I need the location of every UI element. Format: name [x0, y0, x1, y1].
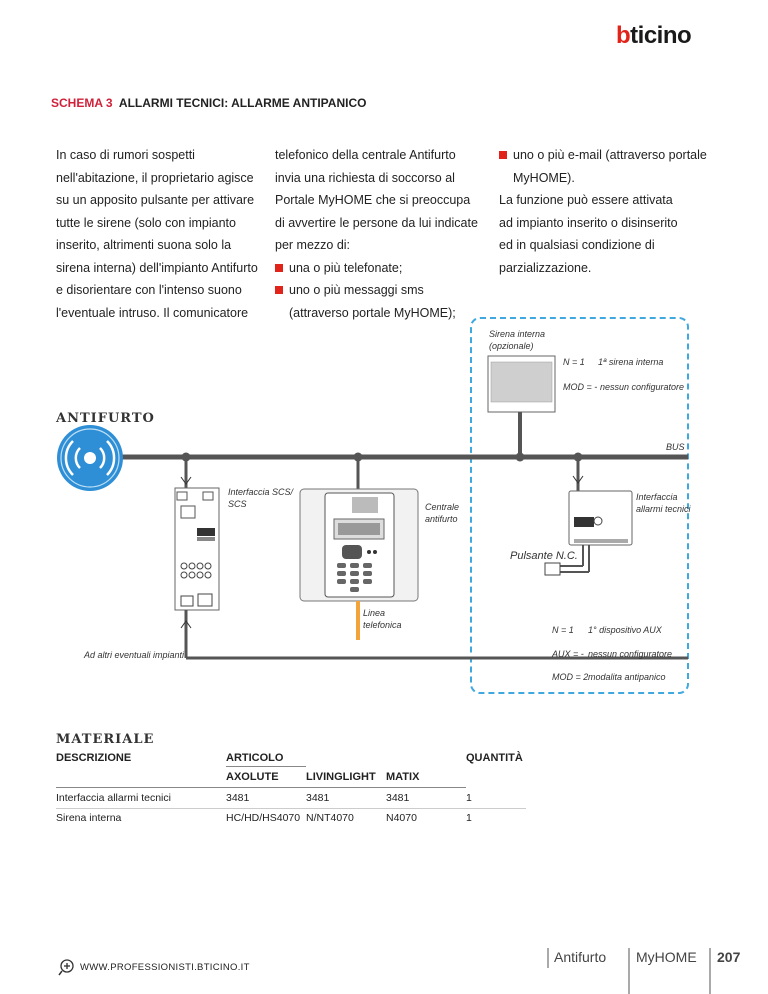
interfaccia-scs-label-2: SCS — [228, 499, 247, 509]
sirena-interna-device — [487, 355, 556, 457]
schema-heading: ALLARMI TECNICI: ALLARME ANTIPANICO — [118, 96, 367, 110]
intro-line: per mezzo di: — [275, 238, 351, 252]
intro-line: telefonico della centrale Antifurto — [275, 148, 456, 162]
col-header-axolute: AXOLUTE — [226, 766, 306, 788]
intro-line: MyHOME). — [513, 170, 575, 185]
aux-cfg-val: modalita antipanico — [588, 672, 666, 682]
centrale-label-1: Centrale — [425, 502, 460, 512]
intro-line: (attraverso portale MyHOME); — [289, 305, 456, 320]
bus-label: BUS — [666, 442, 685, 452]
cell-descrizione: Interfaccia allarmi tecnici — [56, 787, 226, 809]
col-header-matix: MATIX — [386, 766, 466, 788]
aux-cfg-key: N = 1 — [552, 625, 574, 635]
sirena-cfg-val: nessun configuratore — [600, 382, 685, 392]
page-number: 207 — [717, 949, 741, 965]
interfaccia-scs-label-1: Interfaccia SCS/ — [228, 487, 294, 497]
col-header-quantita: QUANTITÀ — [466, 752, 523, 764]
footer-dividers — [547, 948, 711, 994]
intro-column-1: In caso di rumori sospetti nell'abitazio… — [56, 144, 276, 324]
antifurto-label: ANTIFURTO — [56, 411, 155, 426]
footer-section: Antifurto — [554, 949, 607, 965]
optional-devices-frame — [470, 317, 689, 694]
intro-column-3: uno o più e-mail (attraverso portale MyH… — [499, 144, 719, 279]
col-header-articolo: ARTICOLO — [226, 752, 284, 764]
cell-quantita: 1 — [466, 812, 472, 824]
bticino-logo: bticino — [616, 22, 692, 50]
intro-line: In caso di rumori sospetti — [56, 148, 195, 162]
cell-axolute: HC/HD/HS4070 — [226, 812, 301, 824]
sirena-cfg-key: MOD = - — [563, 382, 598, 392]
cell-livinglight: N/NT4070 — [306, 812, 354, 824]
aux-cfg-key: MOD = 2 — [552, 672, 589, 682]
col-header-descrizione: DESCRIZIONE — [56, 752, 132, 764]
sirena-cfg-key: N = 1 — [563, 357, 585, 367]
website-link[interactable]: WWW.PROFESSIONISTI.BTICINO.IT — [80, 962, 250, 973]
intro-line: invia una richiesta di soccorso al — [275, 170, 455, 185]
materiale-table: DESCRIZIONE ARTICOLO QUANTITÀ AXOLUTE LI… — [56, 750, 526, 827]
aux-cfg-val: 1° dispositivo AUX — [588, 625, 662, 635]
aux-cfg-key: AUX = - — [552, 649, 584, 659]
linea-label-2: telefonica — [363, 620, 402, 630]
table-cell-empty — [56, 766, 226, 788]
interfaccia-allarmi-label-2: allarmi tecnici — [636, 504, 691, 514]
intro-line: e disorientare con l'intenso suono — [56, 283, 242, 297]
zoom-plus-icon — [58, 959, 74, 976]
intro-line: ad impianto inserito o disinserito — [499, 215, 678, 230]
intro-line: sirena interna) dell'impianto Antifurto — [56, 260, 258, 275]
altri-impianti-label: Ad altri eventuali impianti — [84, 650, 185, 660]
intro-line: di avvertire le persone da lui indicate — [275, 215, 478, 230]
table-row: Sirena interna HC/HD/HS4070 N/NT4070 N40… — [56, 809, 526, 828]
table-subheader-row: AXOLUTE LIVINGLIGHT MATIX — [56, 766, 526, 788]
footer-product: MyHOME — [636, 949, 697, 965]
interfaccia-scs-device — [174, 457, 688, 660]
logo-mark: b — [616, 22, 631, 49]
cell-matix: N4070 — [386, 812, 417, 824]
centrale-label-2: antifurto — [425, 514, 458, 524]
intro-line: su un apposito pulsante per attivare — [56, 193, 255, 207]
cell-quantita: 1 — [466, 787, 526, 809]
logo-text: ticino — [630, 22, 692, 49]
intro-line: ed in qualsiasi condizione di — [499, 238, 655, 252]
sirena-label-2: (opzionale) — [489, 341, 534, 351]
bullet-item: uno o più e-mail (attraverso portale — [499, 144, 719, 167]
aux-cfg-val: nessun configuratore — [588, 649, 673, 659]
materiale-title: MATERIALE — [56, 732, 155, 747]
bullet-item: una o più telefonate; — [275, 257, 495, 280]
table-header-row: DESCRIZIONE ARTICOLO QUANTITÀ — [56, 750, 526, 767]
intro-line: parzializzazione. — [499, 260, 592, 275]
intro-line: inserito, altrimenti suona solo la — [56, 238, 232, 252]
col-header-livinglight: LIVINGLIGHT — [306, 766, 386, 788]
intro-line: l'eventuale intruso. Il comunicatore — [56, 305, 249, 320]
table-row: Interfaccia allarmi tecnici 3481 3481 34… — [56, 787, 526, 809]
cell-livinglight: 3481 — [306, 787, 386, 809]
intro-line: tutte le sirene (solo con impianto — [56, 215, 236, 230]
cell-matix: 3481 — [386, 787, 466, 809]
sirena-cfg-val: 1ª sirena interna — [598, 357, 664, 367]
linea-label-1: Linea — [363, 608, 386, 618]
bullet-item: uno o più messaggi sms — [275, 279, 495, 302]
intro-line: Portale MyHOME che si preoccupa — [275, 193, 471, 207]
alarm-siren-icon — [57, 425, 123, 491]
centrale-antifurto-device — [299, 457, 419, 640]
cell-descrizione: Sirena interna — [56, 812, 122, 824]
intro-column-2: telefonico della centrale Antifurto invi… — [275, 144, 495, 324]
intro-line: nell'abitazione, il proprietario agisce — [56, 170, 254, 185]
schema-title: SCHEMA 3 ALLARMI TECNICI: ALLARME ANTIPA… — [51, 96, 366, 110]
sirena-label-1: Sirena interna — [489, 329, 546, 339]
pulsante-label: Pulsante N.C. — [510, 550, 578, 562]
schema-number: SCHEMA 3 — [51, 96, 113, 110]
interfaccia-allarmi-label-1: Interfaccia — [636, 492, 678, 502]
intro-line: La funzione può essere attivata — [499, 193, 673, 207]
cell-axolute: 3481 — [226, 787, 306, 809]
interfaccia-allarmi-device — [544, 457, 633, 576]
